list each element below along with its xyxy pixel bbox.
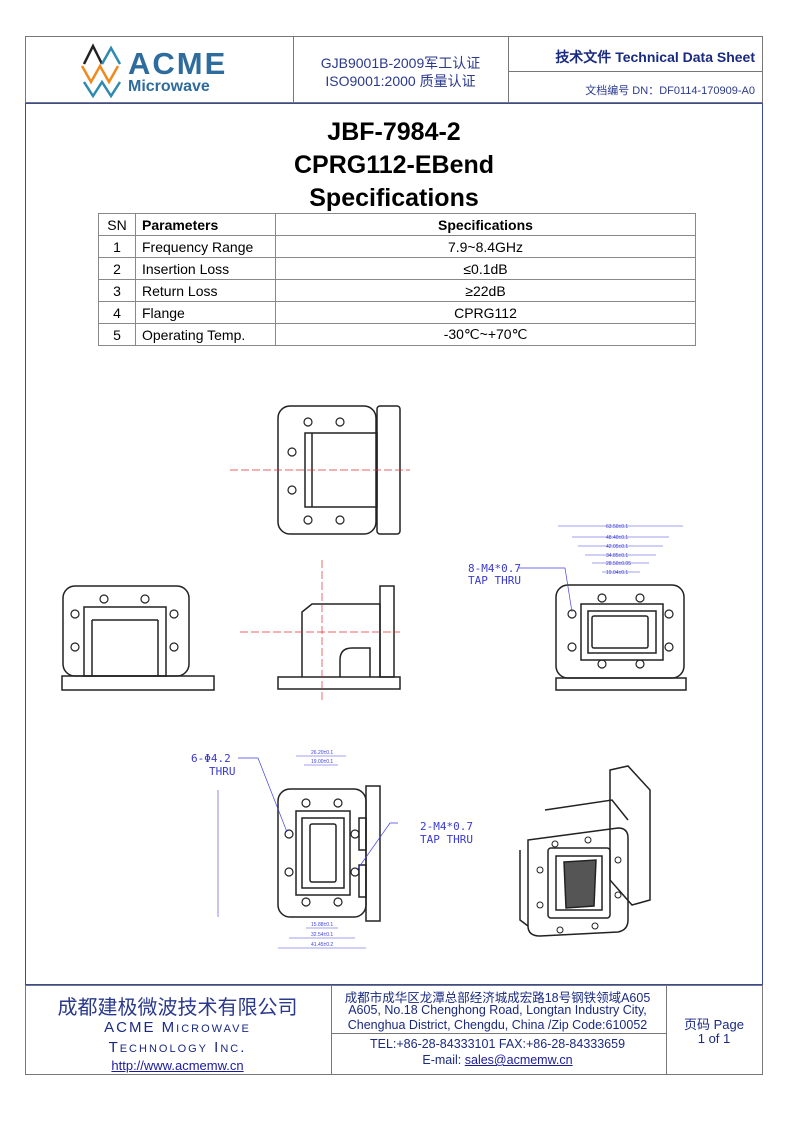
dim-label: 42.05±0.1 [606, 544, 628, 550]
website-link[interactable]: http://www.acmemw.cn [111, 1058, 244, 1073]
dim-label: 19.00±0.1 [311, 759, 333, 765]
address-en-2: Chenghua District, Chengdu, China /Zip C… [347, 1018, 648, 1032]
dim-label: 28.50±0.05 [606, 561, 631, 567]
footer-box [25, 985, 763, 1075]
page-number: 1 of 1 [697, 1031, 731, 1046]
divider [508, 37, 509, 102]
cell-param: Frequency Range [135, 235, 276, 258]
dim-label: 34.85±0.1 [606, 553, 628, 559]
callout-tap8: 8-M4*0.7 [468, 562, 521, 575]
callout-tap2-thru: TAP THRU [420, 833, 473, 846]
callout-hole6: 6-Φ4.2 [191, 752, 231, 765]
bottom-flange-view [217, 755, 398, 949]
side-view [240, 560, 401, 700]
model-number: JBF-7984-2 [327, 118, 461, 146]
divider [508, 71, 762, 72]
doc-type: 技术文件 Technical Data Sheet [555, 49, 755, 65]
acme-logo-icon [80, 43, 122, 98]
divider [293, 37, 294, 102]
flange-dims: 63.50±0.1 48.40±0.1 42.05±0.1 34.85±0.1 … [606, 524, 631, 576]
header-spec: Specifications [275, 213, 696, 236]
cert-iso: ISO9001:2000 质量认证 [325, 73, 476, 89]
body-frame [25, 103, 763, 985]
cell-spec: -30℃~+70℃ [275, 323, 696, 346]
company-name-en-2: Technology Inc. [108, 1039, 247, 1056]
cell-param: Operating Temp. [135, 323, 276, 346]
cert-gjb: GJB9001B-2009军工认证 [320, 55, 481, 71]
dim-label: 32.54±0.1 [311, 932, 333, 938]
dim-label: 19.04±0.1 [606, 570, 628, 576]
email-label: E-mail: [422, 1053, 465, 1067]
top-view [230, 405, 410, 535]
isometric-view [519, 765, 651, 937]
logo-wordmark: ACME [128, 46, 228, 81]
table-header-row: SN Parameters Specifications [98, 213, 696, 236]
cell-param: Return Loss [135, 279, 276, 302]
dim-label: 63.50±0.1 [606, 524, 628, 530]
tel-fax: TEL:+86-28-84333101 FAX:+86-28-84333659 [369, 1037, 626, 1051]
page-title: Specifications [309, 184, 479, 212]
email-link[interactable]: sales@acmemw.cn [464, 1053, 573, 1067]
dim-label: 15.88±0.1 [311, 922, 333, 928]
doc-number: 文档编号 DN：DF0114-170909-A0 [585, 85, 755, 97]
address-en-1: A605, No.18 Chenghong Road, Longtan Indu… [348, 1003, 647, 1017]
callout-tap2: 2-M4*0.7 [420, 820, 473, 833]
email-line: E-mail: sales@acmemw.cn [330, 1053, 665, 1067]
dim-label: 26.20±0.1 [311, 750, 333, 756]
end-view-left [61, 585, 215, 691]
callout-tap8-thru: TAP THRU [468, 574, 521, 587]
callout-hole6-thru: THRU [209, 765, 236, 778]
cell-spec: 7.9~8.4GHz [275, 235, 696, 258]
product-name: CPRG112-EBend [293, 151, 495, 179]
divider [331, 1033, 666, 1034]
dim-label: 41.45±0.2 [311, 942, 333, 948]
dim-label: 48.40±0.1 [606, 535, 628, 541]
address-cn: 成都市成华区龙潭总部经济城成宏路18号钢铁领域A605 [344, 991, 651, 1005]
bottom-dims: 26.20±0.1 19.00±0.1 15.88±0.1 32.54±0.1 … [311, 750, 333, 948]
logo-subtext: Microwave [128, 78, 210, 95]
divider [331, 986, 332, 1074]
company-name-en-1: ACME Microwave [104, 1019, 251, 1036]
flange-view [519, 525, 687, 691]
page-label: 页码 Page [684, 1017, 744, 1032]
header-box [25, 36, 763, 103]
divider [666, 986, 667, 1074]
company-name-cn: 成都建极微波技术有限公司 [57, 997, 298, 1019]
